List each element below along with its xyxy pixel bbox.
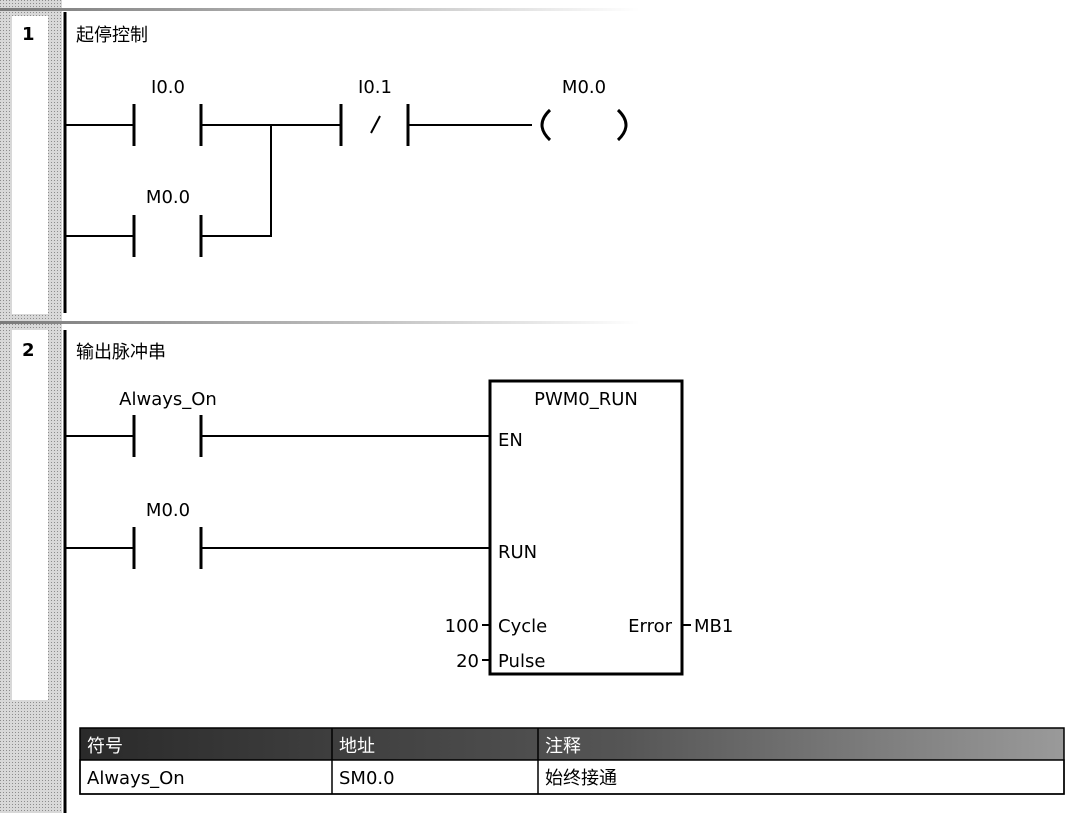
cell-symbol: Always_On (87, 768, 185, 789)
network-1-top-separator (0, 8, 640, 11)
contact-m0-0-latch[interactable] (132, 215, 203, 257)
contact-label-m0-0[interactable]: M0.0 (146, 187, 190, 208)
contact-label-i0-1[interactable]: I0.1 (358, 77, 392, 98)
cell-address: SM0.0 (339, 768, 395, 789)
contact-label-m0-0-run[interactable]: M0.0 (146, 500, 190, 521)
pulse-value[interactable]: 20 (456, 651, 479, 672)
contact-always-on[interactable] (132, 415, 203, 457)
network-separator (0, 321, 640, 324)
block-input-en: EN (498, 430, 523, 451)
contact-label-always-on[interactable]: Always_On (119, 389, 217, 410)
column-header-address: 地址 (339, 736, 375, 757)
column-header-comment: 注释 (545, 736, 581, 757)
contact-i0-0[interactable] (132, 104, 203, 146)
cell-comment: 始终接通 (545, 768, 617, 789)
symbol-table: 符号 地址 注释 Always_On SM0.0 始终接通 (79, 727, 1065, 795)
block-input-run: RUN (498, 542, 537, 563)
network-2-number-cell[interactable] (12, 330, 48, 700)
network-1-number-cell[interactable] (12, 16, 48, 314)
symbol-table-header (80, 728, 1064, 760)
network-1-title[interactable]: 起停控制 (76, 25, 148, 46)
coil-label-m0-0[interactable]: M0.0 (562, 77, 606, 98)
table-border (79, 727, 1065, 795)
coil-right-arc (616, 108, 628, 142)
network-1-number: 1 (22, 24, 35, 45)
contact-label-i0-0[interactable]: I0.0 (151, 77, 185, 98)
block-input-pulse: Pulse (498, 651, 545, 672)
contact-m0-0-run[interactable] (132, 527, 203, 569)
block-input-cycle: Cycle (498, 616, 547, 637)
pwm0-run-block[interactable] (488, 379, 684, 676)
coil-left-arc (540, 108, 552, 142)
block-output-error: Error (628, 616, 672, 637)
nc-slash (370, 115, 381, 134)
network-2-title[interactable]: 输出脉冲串 (76, 342, 166, 363)
network-2-number: 2 (22, 340, 35, 361)
column-header-symbol: 符号 (87, 736, 123, 757)
contact-i0-1-nc[interactable] (339, 104, 410, 146)
coil-m0-0[interactable] (540, 108, 628, 142)
error-value[interactable]: MB1 (694, 616, 733, 637)
block-name: PWM0_RUN (534, 389, 638, 410)
cycle-value[interactable]: 100 (445, 616, 479, 637)
